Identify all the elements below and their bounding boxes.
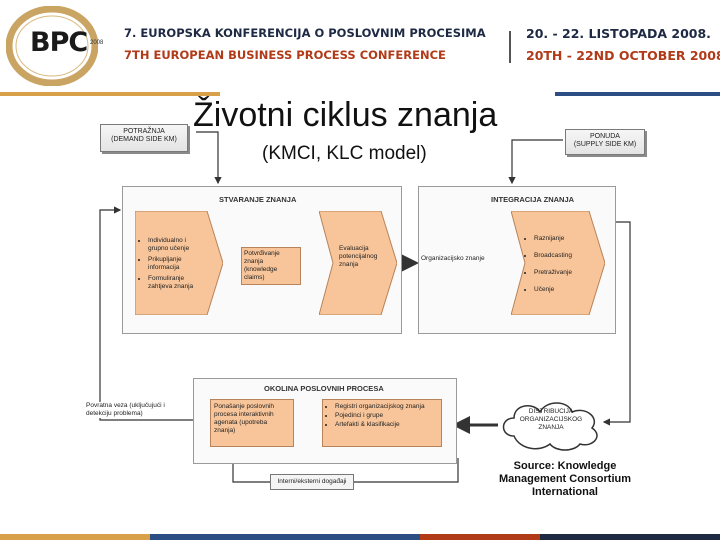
integration-bullet: Pretraživanje <box>534 269 595 277</box>
slide-header: BPC 2008 7. EUROPSKA KONFERENCIJA O POSL… <box>0 0 720 92</box>
demand-side-tag: POTRAŽNJA (DEMAND SIDE KM) <box>100 124 188 152</box>
footer-stripe <box>0 534 720 540</box>
bpc-logo-year: 2008 <box>90 40 104 46</box>
creation-chevron-1 <box>135 211 223 315</box>
knowledge-integration-box: INTEGRACIJA ZNANJA Organizacijsko znanje… <box>418 186 616 334</box>
organizational-knowledge-label: Organizacijsko znanje <box>421 255 485 262</box>
business-process-environment-box: OKOLINA POSLOVNIH PROCESA Ponašanje posl… <box>193 378 457 464</box>
agent-behavior-box: Ponašanje poslovnih procesa interaktivni… <box>210 399 294 447</box>
slide-title: Životni ciklus znanja <box>193 96 498 134</box>
supply-side-tag: PONUDA (SUPPLY SIDE KM) <box>565 129 645 155</box>
distribution-cloud-icon <box>502 402 598 451</box>
internal-external-events-box: Interni/eksterni događaji <box>270 474 354 490</box>
slide-subtitle: (KMCI, KLC model) <box>262 143 427 164</box>
integration-bullet: Učenje <box>534 286 595 294</box>
bpc-logo-text: BPC <box>30 27 88 58</box>
integration-activities-list: Raznijanje Broadcasting Pretraživanje Uč… <box>523 235 595 297</box>
knowledge-claims-box: Potvrđivanje znanja (knowledge claims) <box>241 247 301 285</box>
integration-bullet: Raznijanje <box>534 235 595 243</box>
header-accent-bar-right <box>555 92 720 96</box>
environment-bullet: Registri organizacijskog znanja <box>335 403 439 411</box>
distribution-label: DISTRIBUCIJA ORGANIZACIJSKOG ZNANJA <box>519 408 583 431</box>
conference-title-hr: 7. EUROPSKA KONFERENCIJA O POSLOVNIM PRO… <box>124 26 486 40</box>
header-divider <box>509 31 511 63</box>
bpc-logo-icon <box>6 6 98 86</box>
evaluation-label: Evaluacija potencijalnog znanja <box>339 245 378 268</box>
conference-date-hr: 20. - 22. LISTOPADA 2008. <box>526 26 711 41</box>
integration-chevron <box>511 211 605 315</box>
knowledge-integration-title: INTEGRACIJA ZNANJA <box>491 195 575 204</box>
feedback-label: Povratna veza (uključujući i detekciju p… <box>86 402 166 418</box>
environment-bullet: Artefakti & klasifikacije <box>335 421 439 429</box>
conference-title-en: 7TH EUROPEAN BUSINESS PROCESS CONFERENCE <box>124 48 446 62</box>
environment-registers-box: Registri organizacijskog znanja Pojedinc… <box>322 399 442 447</box>
creation-bullet: Individualno i grupno učenje <box>148 237 207 253</box>
creation-activities-list: Individualno i grupno učenje Prikupljanj… <box>137 237 207 294</box>
creation-chevron-3 <box>319 211 397 315</box>
conference-date-en: 20TH - 22ND OCTOBER 2008 <box>526 48 720 63</box>
integration-bullet: Broadcasting <box>534 252 595 260</box>
header-accent-bar-left <box>0 92 220 96</box>
creation-bullet: Prikupljanje informacija <box>148 256 207 272</box>
creation-bullet: Formuliranje zahtjeva znanja <box>148 275 207 291</box>
environment-title: OKOLINA POSLOVNIH PROCESA <box>264 384 384 393</box>
diagram-source: Source: Knowledge Management Consortium … <box>498 460 631 498</box>
knowledge-creation-box: STVARANJE ZNANJA Individualno i grupno u… <box>122 186 402 334</box>
knowledge-creation-title: STVARANJE ZNANJA <box>219 195 297 204</box>
environment-bullet: Pojedinci i grupe <box>335 412 439 420</box>
